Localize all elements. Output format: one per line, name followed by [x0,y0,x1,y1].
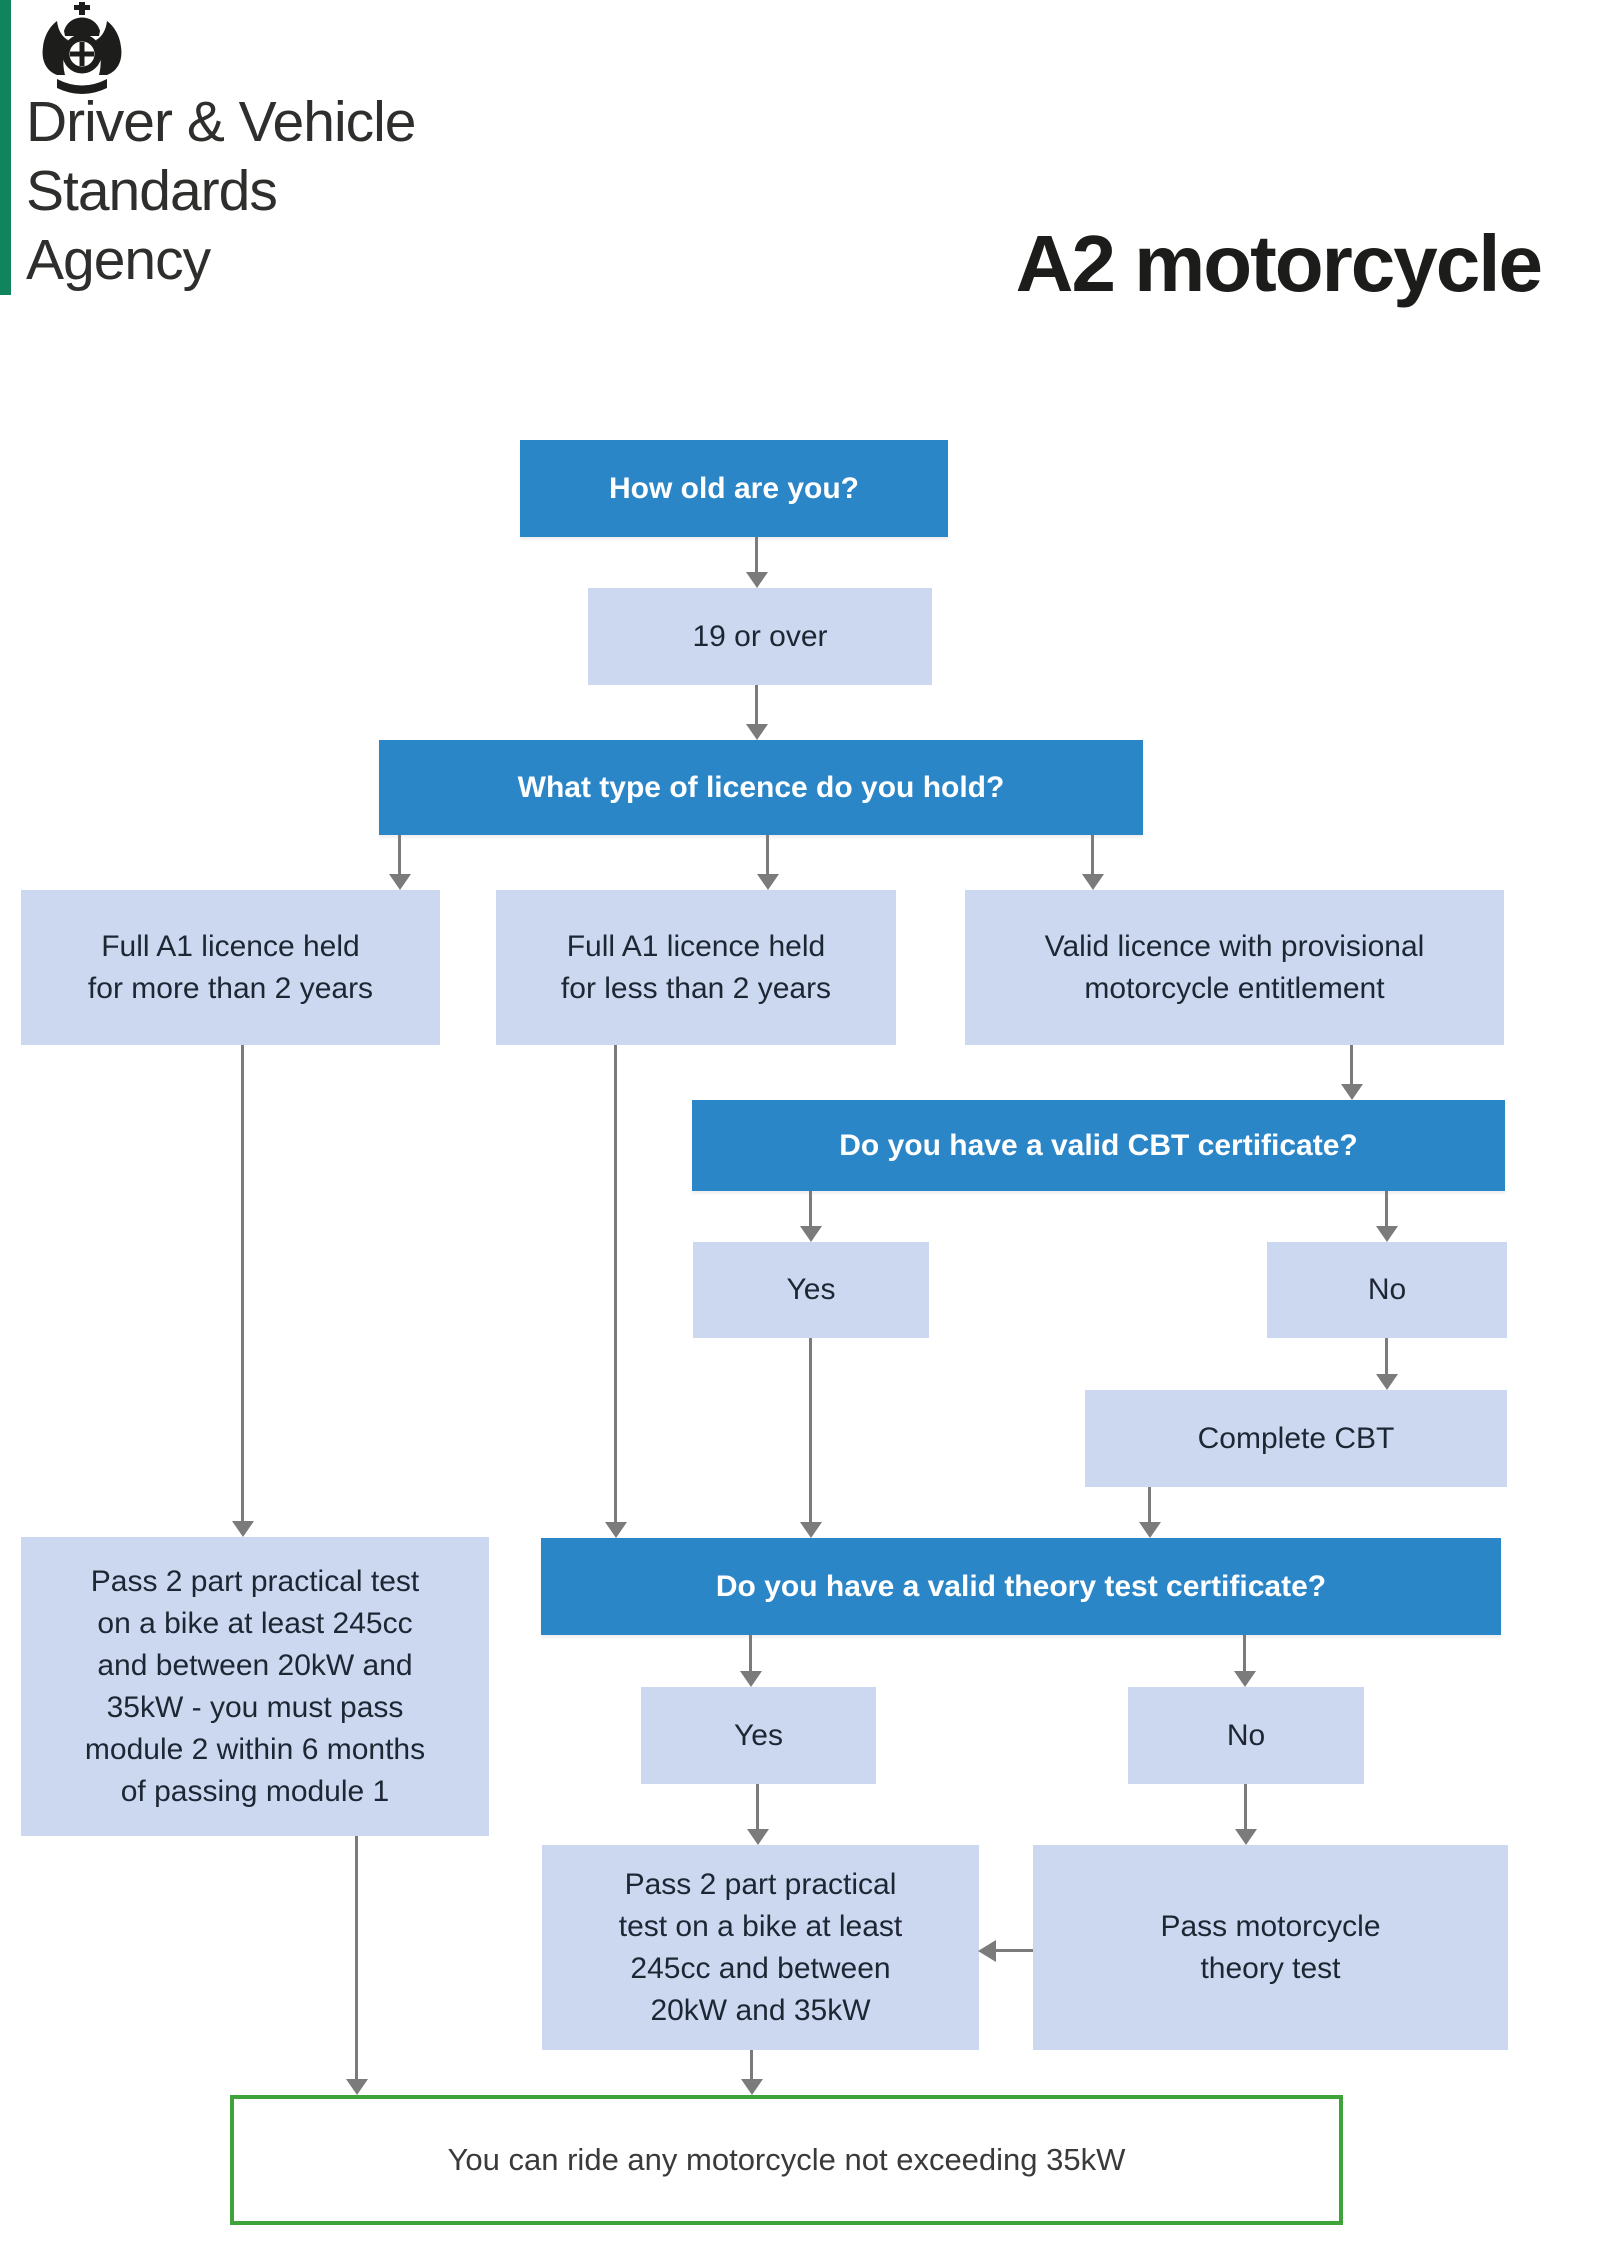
arrow-cbt-to-yes [809,1191,812,1226]
arrow-licence-to-more2yrs [398,835,401,874]
arrow-passtheory-to-practical [995,1949,1033,1952]
arrow-less2yrs-to-theory-arrowhead [605,1522,627,1538]
flow-node-theory-no: No [1128,1687,1364,1784]
arrow-passtheory-to-practical-arrowhead [978,1940,996,1962]
arrow-more2yrs-to-practical [241,1045,244,1521]
arrow-practicaldirect-to-result-arrowhead [346,2079,368,2095]
arrow-19-to-licence [755,685,758,724]
dvsa-logo-bar [0,0,11,295]
flow-node-how-old: How old are you? [520,440,948,537]
arrow-practicaldirect-to-result [355,1836,358,2079]
arrow-completecbt-to-theory [1148,1487,1151,1522]
arrow-provisional-to-cbt-arrowhead [1341,1084,1363,1100]
arrow-theoryyes-to-practical [756,1784,759,1829]
flow-node-theory-question: Do you have a valid theory test certific… [541,1538,1501,1635]
arrow-licence-to-less2yrs-arrowhead [757,874,779,890]
arrow-more2yrs-to-practical-arrowhead [232,1521,254,1537]
flow-node-cbt-question: Do you have a valid CBT certificate? [692,1100,1505,1191]
agency-name: Driver & Vehicle Standards Agency [26,88,416,295]
arrow-no-to-complete-cbt [1385,1338,1388,1374]
arrow-theory-to-no-arrowhead [1234,1671,1256,1687]
arrow-age-to-19-arrowhead [746,572,768,588]
flow-node-cbt-yes: Yes [693,1242,929,1338]
arrow-age-to-19 [755,537,758,572]
arrow-theoryno-to-passtheory-arrowhead [1235,1829,1257,1845]
flow-node-valid-provisional: Valid licence with provisional motorcycl… [965,890,1504,1045]
arrow-less2yrs-to-theory [614,1045,617,1522]
arrow-licence-to-less2yrs [766,835,769,874]
agency-name-line: Agency [26,228,211,292]
arrow-cbt-to-yes-arrowhead [800,1226,822,1242]
arrow-cbtyes-to-theory [809,1338,812,1522]
arrow-practical-to-result [750,2050,753,2079]
arrow-theoryno-to-passtheory [1244,1784,1247,1829]
agency-name-line: Driver & Vehicle [26,90,416,154]
flow-node-licence-type: What type of licence do you hold? [379,740,1143,835]
flow-node-cbt-no: No [1267,1242,1507,1338]
arrow-cbt-to-no [1385,1191,1388,1226]
flow-node-pass-theory-test: Pass motorcycle theory test [1033,1845,1508,2050]
arrow-theory-to-yes-arrowhead [740,1671,762,1687]
arrow-19-to-licence-arrowhead [746,724,768,740]
arrow-theory-to-yes [749,1635,752,1671]
arrow-cbt-to-no-arrowhead [1376,1226,1398,1242]
flow-node-full-a1-more-2yrs: Full A1 licence held for more than 2 yea… [21,890,440,1045]
flow-node-complete-cbt: Complete CBT [1085,1390,1507,1487]
flow-node-result: You can ride any motorcycle not exceedin… [230,2095,1343,2225]
arrow-licence-to-provisional [1091,835,1094,874]
arrow-licence-to-more2yrs-arrowhead [389,874,411,890]
arrow-licence-to-provisional-arrowhead [1082,874,1104,890]
arrow-cbtyes-to-theory-arrowhead [800,1522,822,1538]
flow-node-full-a1-less-2yrs: Full A1 licence held for less than 2 yea… [496,890,896,1045]
arrow-theory-to-no [1243,1635,1246,1671]
arrow-no-to-complete-cbt-arrowhead [1376,1374,1398,1390]
arrow-practical-to-result-arrowhead [741,2079,763,2095]
arrow-theoryyes-to-practical-arrowhead [747,1829,769,1845]
page-title: A2 motorcycle [1015,219,1543,308]
flow-node-practical-direct: Pass 2 part practical test on a bike at … [21,1537,489,1836]
royal-crest-icon [42,2,122,94]
flow-node-theory-yes: Yes [641,1687,876,1784]
agency-name-line: Standards [26,159,278,223]
flow-node-practical-after-theory: Pass 2 part practical test on a bike at … [542,1845,979,2050]
flow-node-19-or-over: 19 or over [588,588,932,685]
arrow-completecbt-to-theory-arrowhead [1139,1522,1161,1538]
arrow-provisional-to-cbt [1350,1045,1353,1084]
